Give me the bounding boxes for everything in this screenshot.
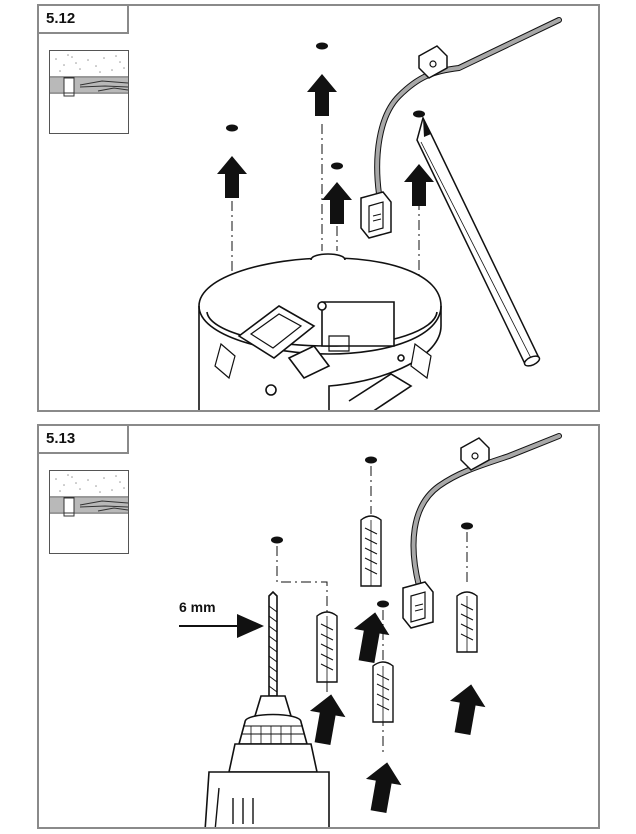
drill-size-label: 6 mm [179,599,216,615]
cable-clip-icon [460,437,490,471]
anchor-diagram [179,433,562,827]
rj45-plug-icon [402,581,434,629]
drill-hole-icon [271,456,473,608]
ceiling-inset [49,50,129,134]
pencil-icon [416,115,541,367]
rj45-plug-icon [360,191,392,239]
step-panel-5-13: 5.13 6 mm [37,424,600,829]
camera-mounting-base [198,253,442,410]
arrow-up-icon [217,74,434,224]
drill-icon [204,590,330,827]
cable-clip-icon [418,45,448,79]
step-number: 5.12 [39,6,129,34]
drill-hole-icon [226,42,425,170]
wall-anchor-icon [316,515,478,723]
step-panel-5-12: 5.12 [37,4,600,412]
ceiling-inset [49,470,129,554]
mounting-diagram [198,17,562,410]
pointer-arrow-icon [179,614,264,638]
step-number: 5.13 [39,426,129,454]
arrow-up-icon [309,612,486,813]
